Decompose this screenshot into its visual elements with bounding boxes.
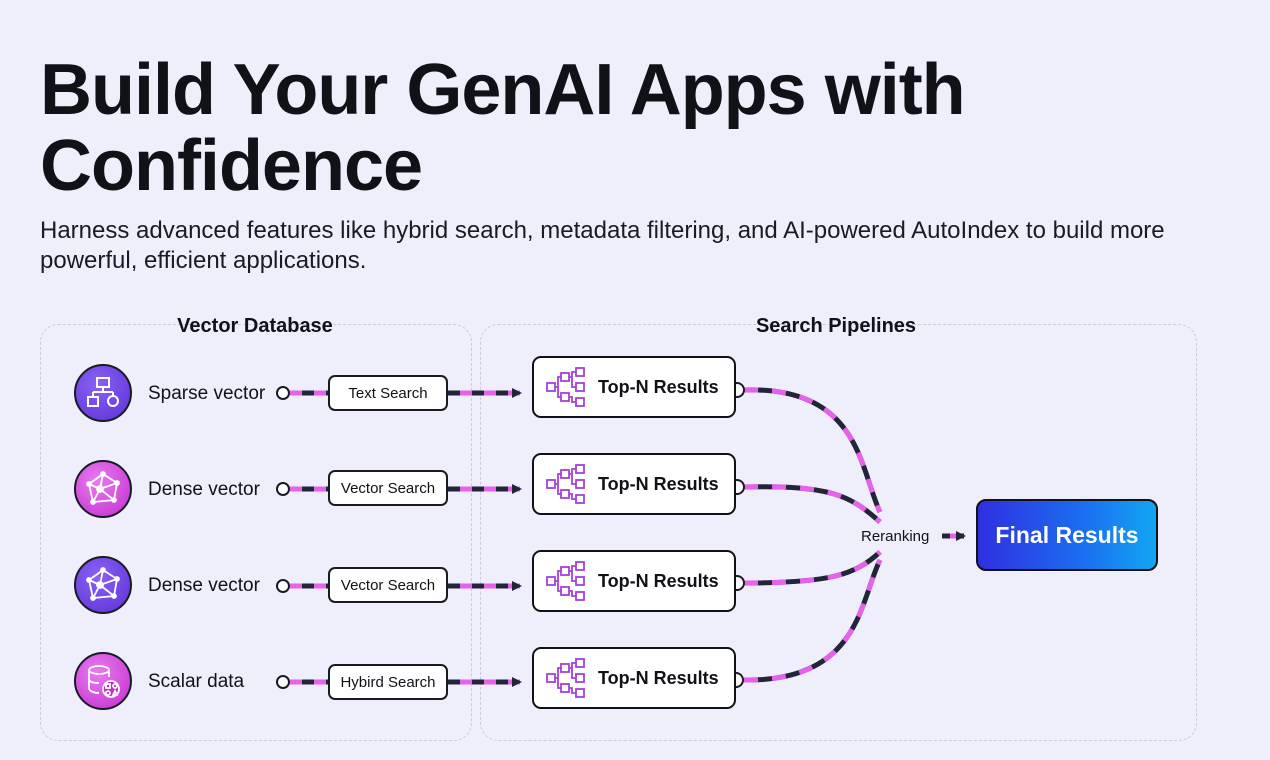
result-label: Top-N Results [598,473,719,494]
result-label: Top-N Results [598,376,719,397]
hybrid-search-box: Hybird Search [328,664,448,700]
dense-vector-icon [74,556,132,614]
final-results-box: Final Results [976,499,1158,571]
page-subtitle: Harness advanced features like hybrid se… [40,217,1165,274]
result-label: Top-N Results [598,667,719,688]
source-label: Sparse vector [148,383,266,404]
pipeline-icon [546,367,585,407]
result-port-dots [728,382,745,688]
top-n-results-box: Top-N Results [532,647,736,709]
source-label: Scalar data [148,671,245,692]
top-n-results-box: Top-N Results [532,550,736,612]
pipeline-icon [546,464,585,504]
dense-vector-icon [74,460,132,518]
text-search-box: Text Search [328,375,448,411]
rerank-wires [743,387,883,683]
top-n-results-box: Top-N Results [532,453,736,515]
vector-search-box: Vector Search [328,470,448,506]
vector-database-panel [40,324,472,741]
page-title: Build Your GenAI Apps with Confidence [40,50,966,206]
source-port-dots [276,386,290,689]
pipeline-icon [546,658,585,698]
scalar-data-icon [74,652,132,710]
reranking-label: Reranking [855,528,936,545]
pipeline-icon [546,561,585,601]
vector-database-title: Vector Database [177,315,333,337]
source-label: Dense vector [148,575,260,596]
vector-search-box: Vector Search [328,567,448,603]
search-pipelines-panel [480,324,1197,741]
operation-wires [448,388,522,687]
source-wires [290,390,328,685]
sparse-vector-icon [74,364,132,422]
source-label: Dense vector [148,479,260,500]
result-label: Top-N Results [598,570,719,591]
search-pipelines-title: Search Pipelines [755,315,917,337]
top-n-results-box: Top-N Results [532,356,736,418]
